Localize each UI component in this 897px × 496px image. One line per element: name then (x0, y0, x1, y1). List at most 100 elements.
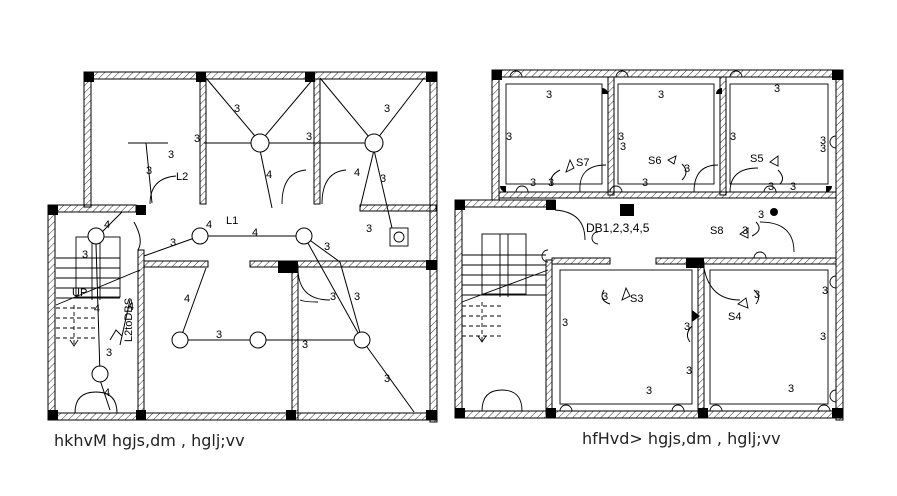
main-door (74, 391, 118, 414)
wire-count: 4 (206, 219, 212, 231)
wall (454, 199, 556, 208)
door-swing (281, 169, 307, 205)
light-point (171, 331, 189, 349)
wire-count: 3 (730, 131, 736, 143)
wire-count: 3 (686, 365, 692, 377)
wire-count: 3 (146, 165, 152, 177)
wall (498, 191, 837, 199)
wire-count: 3 (684, 321, 690, 333)
label-s8: S8 (710, 225, 723, 237)
wall (313, 78, 321, 205)
wall (454, 199, 463, 419)
wire-count: 3 (330, 291, 336, 303)
light-point (353, 331, 371, 349)
plan-caption: hfHvd> hgjs,dm , hglj;vv (582, 429, 781, 448)
wall (551, 257, 611, 265)
label-l1: L1 (226, 215, 238, 227)
wall (429, 71, 438, 423)
door-swing (554, 209, 586, 241)
label-s7: S7 (576, 157, 589, 169)
wire-count: 3 (106, 347, 112, 359)
distribution-board (620, 204, 634, 216)
door-swing (149, 175, 177, 205)
light-point (295, 227, 313, 245)
door-swing (321, 169, 347, 205)
label-s4: S4 (728, 311, 741, 323)
wire-count: 3 (642, 177, 648, 189)
wire-count: 3 (754, 289, 760, 301)
main-door (481, 389, 523, 412)
light-point (191, 227, 209, 245)
label-s6: S6 (648, 155, 661, 167)
wall (454, 410, 844, 419)
wall (199, 78, 207, 205)
wall (291, 264, 299, 421)
wall (607, 76, 615, 196)
light-point (87, 227, 105, 245)
plan-caption: hkhvM hgjs,dm , hglj;vv (54, 431, 245, 450)
wire-count: 3 (234, 103, 240, 115)
wire-count: 3 (602, 291, 608, 303)
wire-count: 3 (194, 133, 200, 145)
wall (359, 204, 437, 212)
wire-count: 4 (252, 227, 258, 239)
right-floor-plan: S3 S4 S5 S6 S7 S8 DB1,2,3,4,5 3333333333… (454, 69, 844, 448)
wire-count: 3 (822, 285, 828, 297)
wire-count: 3 (384, 103, 390, 115)
socket-points (509, 70, 837, 412)
wire-count: 3 (742, 225, 748, 237)
door-swing (703, 267, 741, 301)
wire-count: 3 (366, 223, 372, 235)
wire-count: 3 (82, 249, 88, 261)
wire-count: 3 (380, 173, 386, 185)
wire-count: 3 (820, 143, 826, 155)
wire-count: 3 (788, 383, 794, 395)
door-swing (729, 167, 759, 193)
wire-count: 3 (620, 141, 626, 153)
wire-count: 3 (562, 317, 568, 329)
light-point (250, 133, 270, 153)
wire-count: 3 (768, 181, 774, 193)
wire-count: 4 (104, 219, 110, 231)
wire-count: 3 (774, 83, 780, 95)
wire-count: 3 (216, 329, 222, 341)
wire-count: 3 (168, 149, 174, 161)
wall (47, 204, 137, 213)
wall (697, 261, 705, 413)
wire-count: 3 (302, 339, 308, 351)
wire-count: 4 (184, 293, 190, 305)
wire-count: 3 (324, 241, 330, 253)
wall (83, 71, 437, 80)
staircase (55, 236, 141, 347)
staircase (461, 233, 549, 343)
wire-count: 4 (354, 167, 360, 179)
wire-count: 3 (820, 331, 826, 343)
door-swing (759, 221, 795, 253)
wall (137, 249, 145, 421)
wall (491, 69, 843, 78)
wire-count: 3 (506, 131, 512, 143)
wire-count: 4 (266, 169, 272, 181)
wall (545, 259, 553, 416)
wire-count: 4 (104, 387, 110, 399)
wall (47, 204, 56, 421)
wire-count: 3 (758, 209, 764, 221)
label-l2todbs: L2toDBS (123, 298, 135, 342)
wire-count: 4 (94, 303, 100, 315)
wire-count: 3 (354, 291, 360, 303)
wall (719, 76, 727, 196)
door-swing (299, 299, 319, 303)
wall (835, 69, 844, 421)
wire-count: 3 (306, 131, 312, 143)
wall (143, 260, 209, 268)
label-l2: L2 (176, 171, 188, 183)
wall (47, 412, 437, 421)
wire-count: 3 (546, 89, 552, 101)
wire-count: 3 (530, 177, 536, 189)
label-db: DB1,2,3,4,5 (586, 221, 650, 235)
wire-count: 3 (790, 181, 796, 193)
wire-count: 3 (820, 135, 826, 147)
label-up: UP (72, 287, 87, 299)
